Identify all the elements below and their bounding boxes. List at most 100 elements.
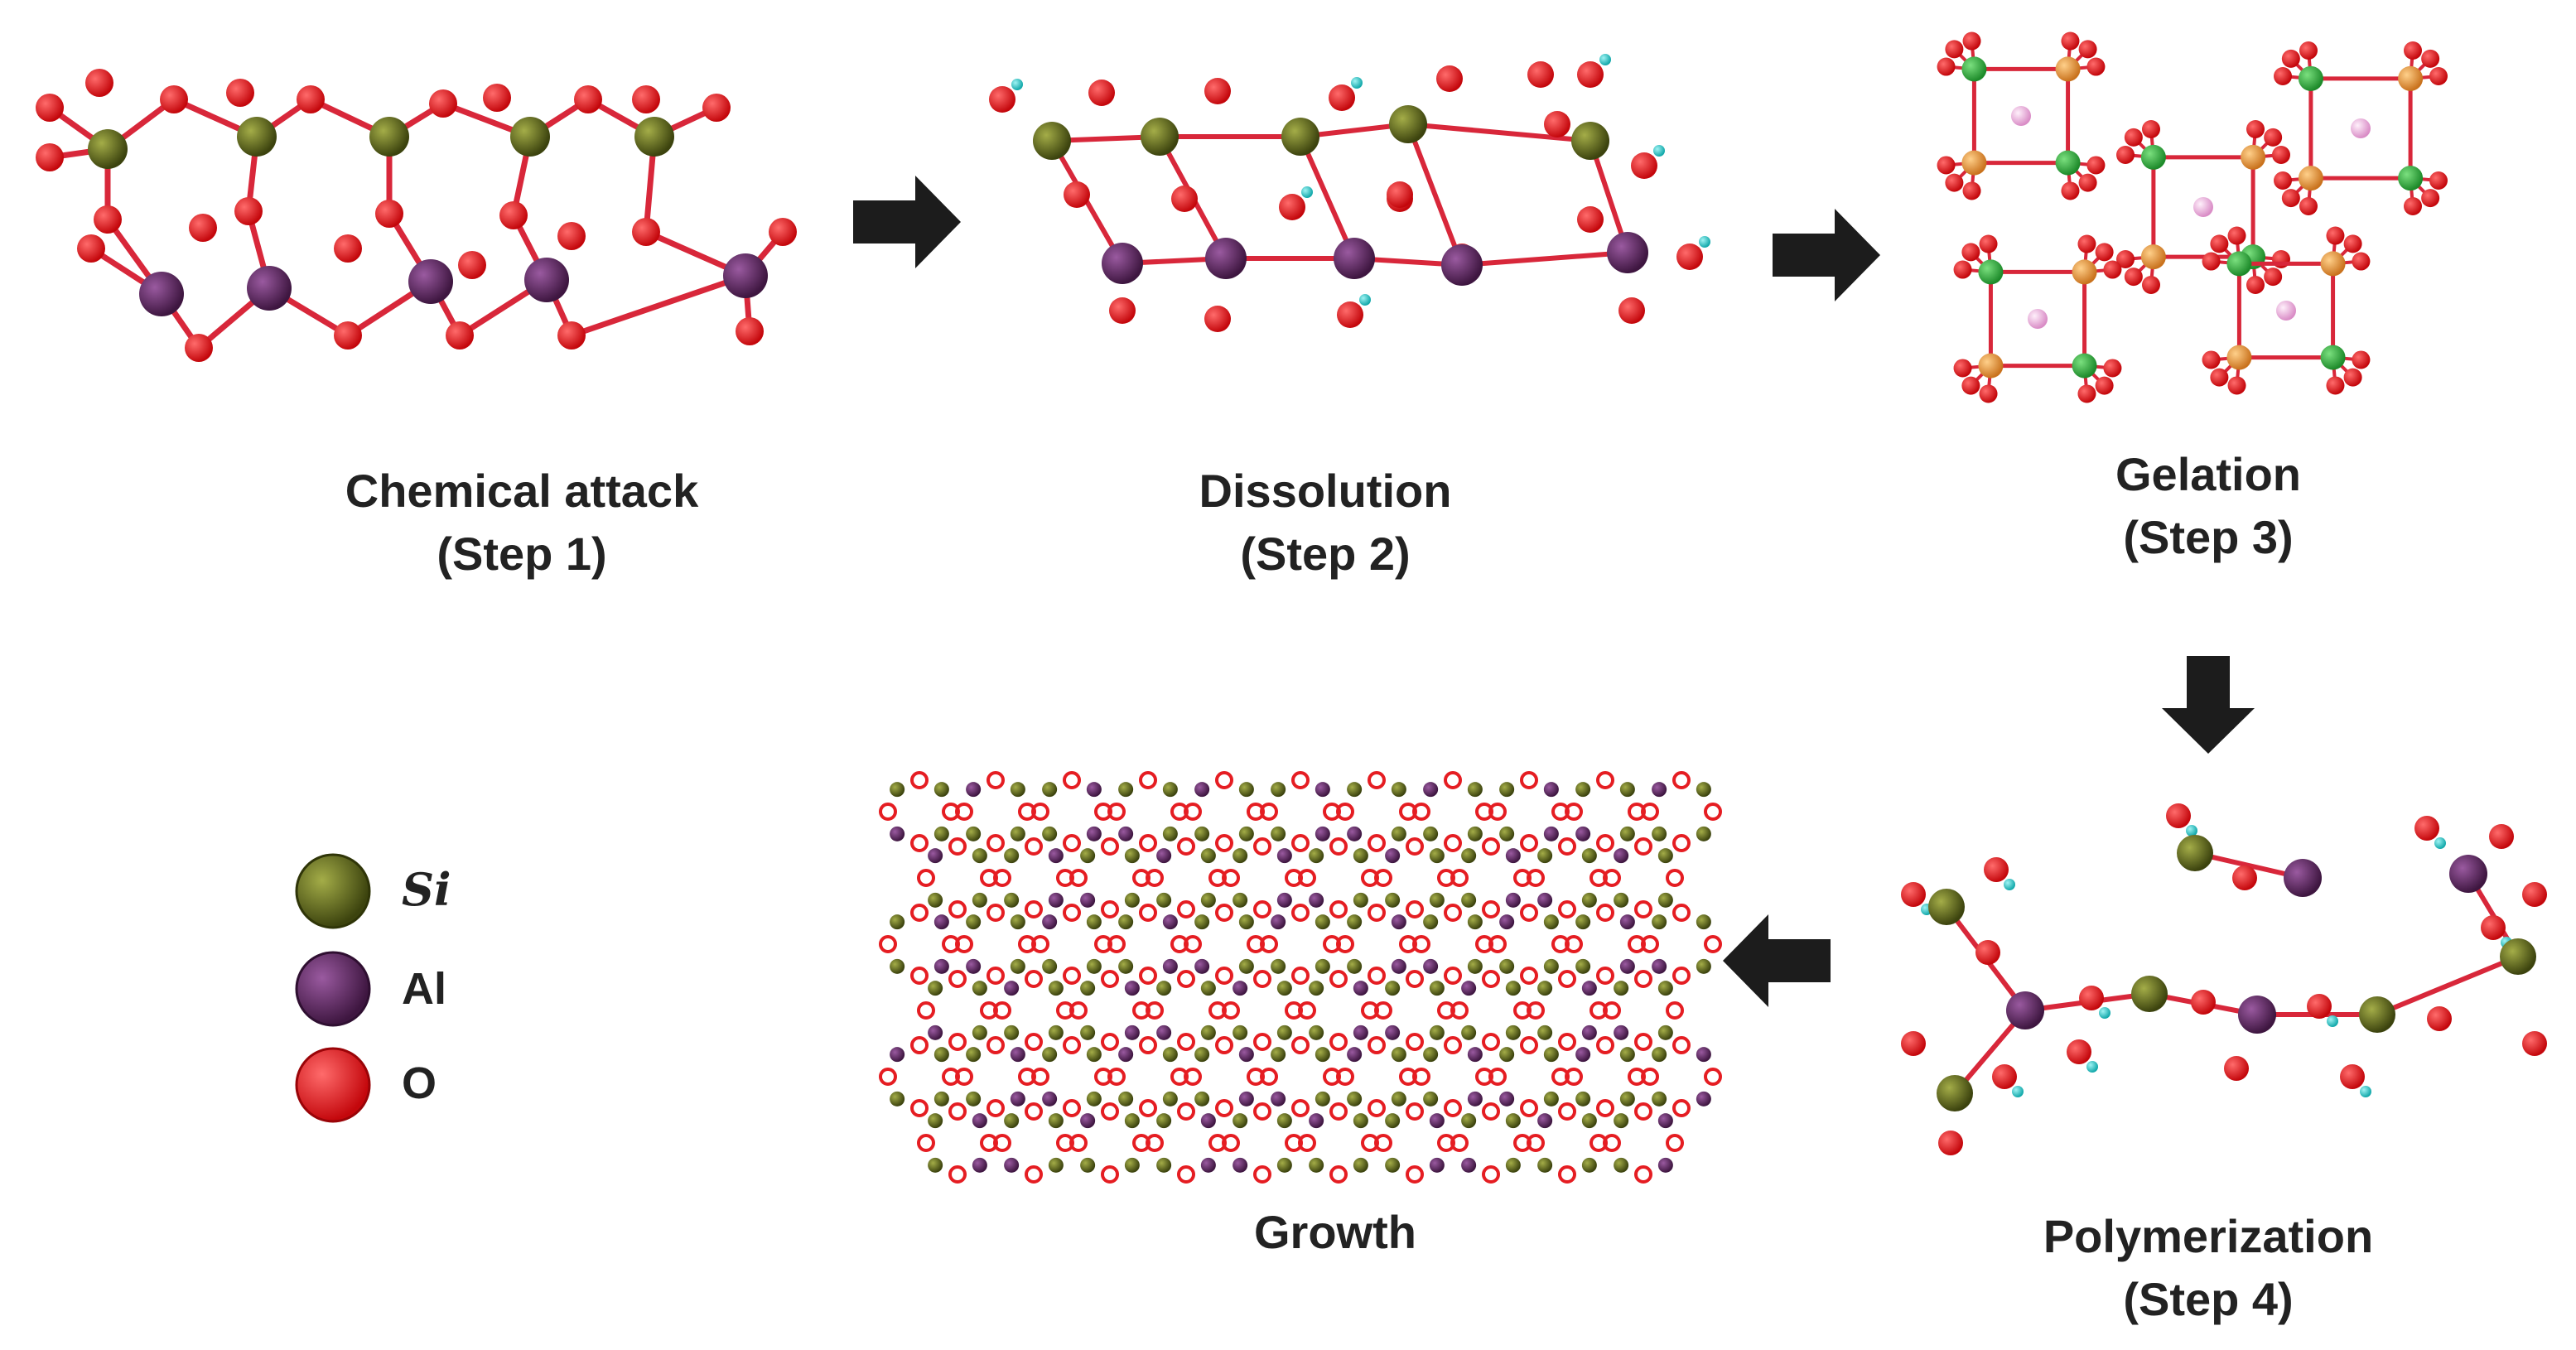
o-atom: [987, 834, 1005, 852]
al-atom: [1961, 150, 1987, 176]
o-atom: [2227, 226, 2246, 245]
al-atom: [2055, 56, 2081, 82]
o-atom: [1406, 1102, 1424, 1121]
cation-atom: [2276, 301, 2296, 321]
o-atom: [1412, 1068, 1430, 1086]
si-atom: [1118, 782, 1134, 798]
al-atom: [1102, 243, 1143, 284]
o-atom: [1101, 970, 1119, 988]
o-atom: [1565, 1068, 1583, 1086]
o-atom: [1979, 384, 1998, 403]
o-atom: [1603, 1001, 1621, 1020]
h-atom: [2012, 1086, 2024, 1097]
o-atom: [2210, 368, 2229, 387]
si-atom: [1575, 958, 1591, 974]
o-atom: [1596, 967, 1614, 985]
si-atom: [1429, 892, 1445, 908]
si-atom: [1118, 958, 1134, 974]
si-atom: [1033, 122, 1071, 160]
o-atom: [1374, 1001, 1392, 1020]
si-atom: [1385, 981, 1401, 996]
o-atom: [993, 1001, 1011, 1020]
o-atom: [879, 1068, 897, 1086]
al-atom: [1233, 981, 1248, 996]
o-atom: [1565, 935, 1583, 953]
al-atom: [1575, 1047, 1591, 1063]
si-atom: [928, 1113, 943, 1129]
o-atom: [1146, 1134, 1164, 1152]
si-atom: [2131, 976, 2168, 1012]
al-atom: [1080, 1113, 1096, 1129]
h-atom: [1653, 145, 1665, 157]
si-atom: [2055, 150, 2081, 176]
al-atom: [1652, 782, 1667, 798]
al-atom: [723, 253, 768, 298]
o-atom: [1139, 771, 1157, 789]
step-2-title: Dissolution: [1199, 465, 1452, 517]
al-atom: [1315, 782, 1330, 798]
si-atom: [972, 1025, 987, 1040]
si-atom: [1315, 1091, 1330, 1107]
o-atom: [1672, 1099, 1691, 1117]
si-atom: [1048, 1157, 1064, 1173]
al-atom: [1385, 848, 1401, 864]
o-atom: [1139, 904, 1157, 922]
si-atom: [1347, 958, 1363, 974]
si-atom: [2500, 938, 2536, 975]
o-atom: [1641, 1068, 1659, 1086]
si-atom: [1276, 981, 1292, 996]
o-atom: [160, 85, 188, 113]
o-atom: [1101, 1102, 1119, 1121]
si-atom: [1928, 889, 1965, 925]
o-atom: [1450, 1134, 1469, 1152]
o-atom: [2095, 376, 2114, 395]
o-atom: [2343, 234, 2362, 253]
h-atom: [2327, 1015, 2338, 1027]
si-atom: [1391, 826, 1406, 841]
al-atom: [1423, 782, 1439, 798]
al-atom: [1233, 1157, 1248, 1173]
al-atom: [1607, 232, 1648, 273]
o-atom: [2522, 1031, 2547, 1056]
o-atom: [910, 1099, 929, 1117]
al-atom: [2238, 996, 2276, 1034]
o-atom: [1527, 1001, 1545, 1020]
o-atom: [1565, 803, 1583, 821]
step-1-label: Chemical attack (Step 1): [273, 460, 770, 586]
o-atom: [1544, 111, 1570, 137]
al-atom: [966, 958, 982, 974]
si-atom: [1353, 1113, 1368, 1129]
al-atom: [2320, 251, 2346, 277]
si-atom: [1162, 1047, 1178, 1063]
si-atom: [1961, 56, 1987, 82]
si-atom: [1581, 848, 1597, 864]
si-atom: [1004, 892, 1020, 908]
o-atom: [2274, 171, 2293, 190]
o-atom: [1482, 900, 1500, 918]
al-atom: [1499, 914, 1515, 930]
o-atom: [185, 334, 213, 362]
o-atom: [1634, 1033, 1652, 1051]
al-atom: [1124, 1025, 1140, 1040]
o-atom: [1901, 882, 1926, 907]
al-atom: [1004, 981, 1020, 996]
si-atom: [1048, 1113, 1064, 1129]
o-atom: [1961, 243, 1980, 262]
o-atom: [910, 771, 929, 789]
o-atom: [989, 86, 1015, 113]
al-atom: [1499, 1091, 1515, 1107]
si-atom: [1124, 892, 1140, 908]
o-atom: [2264, 268, 2283, 287]
o-atom: [1387, 181, 1413, 208]
o-atom: [2224, 1056, 2249, 1081]
o-atom: [948, 970, 967, 988]
o-atom: [736, 317, 764, 345]
si-atom: [1233, 1113, 1248, 1129]
al-atom-icon: [295, 951, 371, 1027]
al-atom: [139, 272, 184, 316]
o-atom: [2124, 268, 2143, 287]
o-atom: [1184, 935, 1202, 953]
o-atom: [2124, 128, 2143, 147]
al-atom: [1391, 958, 1406, 974]
o-atom: [917, 869, 935, 887]
